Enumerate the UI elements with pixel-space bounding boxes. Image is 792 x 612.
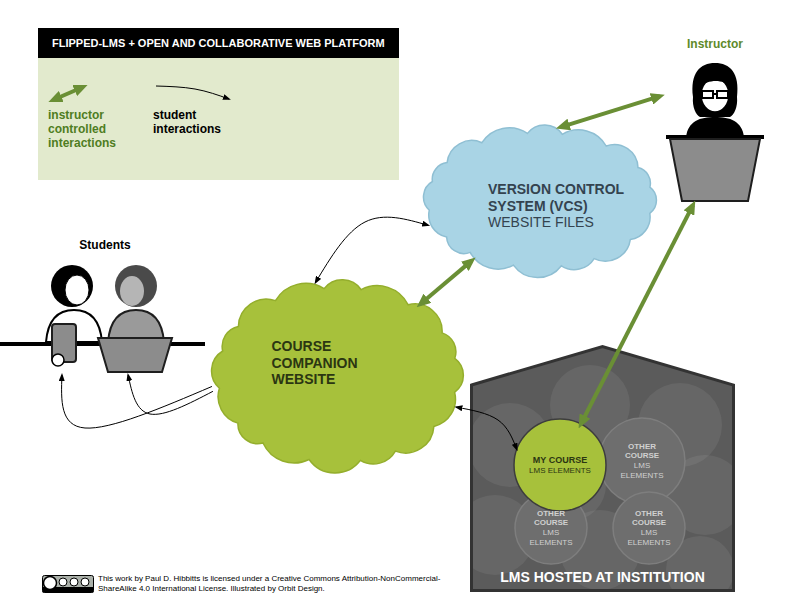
hair <box>115 265 157 307</box>
students-figure: Students <box>0 238 210 375</box>
node-text: Students <box>79 238 130 252</box>
legend-entry: instructor controlled interactions <box>48 82 148 150</box>
hand <box>52 354 64 366</box>
badge-icon <box>44 577 57 590</box>
legend-sample <box>48 82 88 104</box>
instructor-interaction-arrow <box>561 96 660 127</box>
circle-label: MY COURSE <box>521 455 599 466</box>
node-text: COURSE COMPANION WEBSITE <box>272 338 380 388</box>
other-course-circle: OTHER COURSELMS ELEMENTS <box>514 491 588 565</box>
node-text: OTHER COURSELMS ELEMENTS <box>620 509 678 547</box>
cloud-label: COURSE COMPANION WEBSITE <box>272 338 380 388</box>
circle-label: OTHER COURSE <box>620 509 678 528</box>
figure-label: Instructor <box>687 37 743 51</box>
lms-house-shape <box>470 345 735 592</box>
other-course-circle: OTHER COURSELMS ELEMENTS <box>598 417 686 505</box>
badge-frame <box>43 576 94 593</box>
figure-label: Students <box>79 238 130 252</box>
circle-outline <box>514 419 606 511</box>
website-cloud-shape <box>205 275 470 475</box>
instructor-interaction-arrow <box>420 261 471 304</box>
students-figure-shape <box>0 238 210 375</box>
circle-label: OTHER COURSE <box>613 442 671 461</box>
student-arrow-sample <box>156 86 229 99</box>
website-cloud: COURSE COMPANION WEBSITE <box>205 275 470 475</box>
legend-label: instructor controlled interactions <box>48 108 148 150</box>
house-outline <box>472 347 734 591</box>
cloud-label: VERSION CONTROL SYSTEM (VCS) <box>488 181 636 215</box>
cloud-outline <box>423 125 656 278</box>
badge-icon <box>59 578 67 586</box>
legend-label: student interactions <box>153 108 248 136</box>
legend-entry: student interactions <box>153 82 248 136</box>
student-interaction-arrow <box>128 375 213 414</box>
face <box>65 275 89 305</box>
bangs <box>700 76 730 87</box>
license-text: This work by Paul D. Hibbitts is license… <box>98 574 443 594</box>
circle-label: OTHER COURSE <box>522 509 580 528</box>
badge-icon <box>70 578 78 586</box>
background-circles <box>455 365 745 604</box>
face <box>120 276 144 306</box>
circle-label: LMS ELEMENTS <box>521 466 599 476</box>
legend-sample <box>153 82 233 104</box>
glasses-bridge <box>713 93 717 95</box>
node-text: LMS HOSTED AT INSTITUTION <box>500 569 705 586</box>
license-badge <box>42 575 94 593</box>
students-illustration <box>0 265 205 372</box>
cloud-label: WEBSITE FILES <box>488 214 636 231</box>
node-text: VERSION CONTROL SYSTEM (VCS)WEBSITE FILE… <box>488 181 636 231</box>
legend-panel: instructor controlled interactionsstuden… <box>38 58 399 180</box>
circle-outline <box>515 492 587 564</box>
node-text: MY COURSELMS ELEMENTS <box>521 455 599 475</box>
circle-label: LMS ELEMENTS <box>613 461 671 480</box>
student-interaction-arrow <box>316 217 429 282</box>
diagram-title: FLIPPED-LMS + OPEN AND COLLABORATIVE WEB… <box>52 28 385 58</box>
node-text: OTHER COURSELMS ELEMENTS <box>613 442 671 480</box>
instructor-figure-shape <box>660 35 770 205</box>
my-course-circle: MY COURSELMS ELEMENTS <box>513 418 607 512</box>
license-note: This work by Paul D. Hibbitts is license… <box>98 574 443 594</box>
circle-label: LMS ELEMENTS <box>522 528 580 547</box>
hair <box>692 63 737 117</box>
region-label: LMS HOSTED AT INSTITUTION <box>500 569 705 586</box>
laptop <box>670 139 760 201</box>
instructor-illustration <box>666 63 764 201</box>
lms-house: LMS HOSTED AT INSTITUTIONMY COURSELMS EL… <box>470 345 735 592</box>
circle-label: LMS ELEMENTS <box>620 528 678 547</box>
badge-icon <box>81 578 89 586</box>
circle-outline <box>613 492 685 564</box>
body <box>686 117 744 137</box>
title-bar: FLIPPED-LMS + OPEN AND COLLABORATIVE WEB… <box>38 28 399 58</box>
cloud-outline <box>212 280 464 473</box>
node-text: OTHER COURSELMS ELEMENTS <box>522 509 580 547</box>
instructor-arrow-sample <box>53 87 83 100</box>
vcs-cloud: VERSION CONTROL SYSTEM (VCS)WEBSITE FILE… <box>415 120 665 280</box>
my-course-circle-shape <box>513 418 607 512</box>
other-course-circle: OTHER COURSELMS ELEMENTS <box>612 491 686 565</box>
laptop <box>98 338 172 372</box>
glasses <box>702 91 713 98</box>
glasses <box>717 91 728 98</box>
hair <box>51 265 93 307</box>
node-text: Instructor <box>687 37 743 51</box>
instructor-figure: Instructor <box>660 35 770 205</box>
circle-outline <box>599 418 685 504</box>
student-interaction-arrow <box>62 375 212 428</box>
